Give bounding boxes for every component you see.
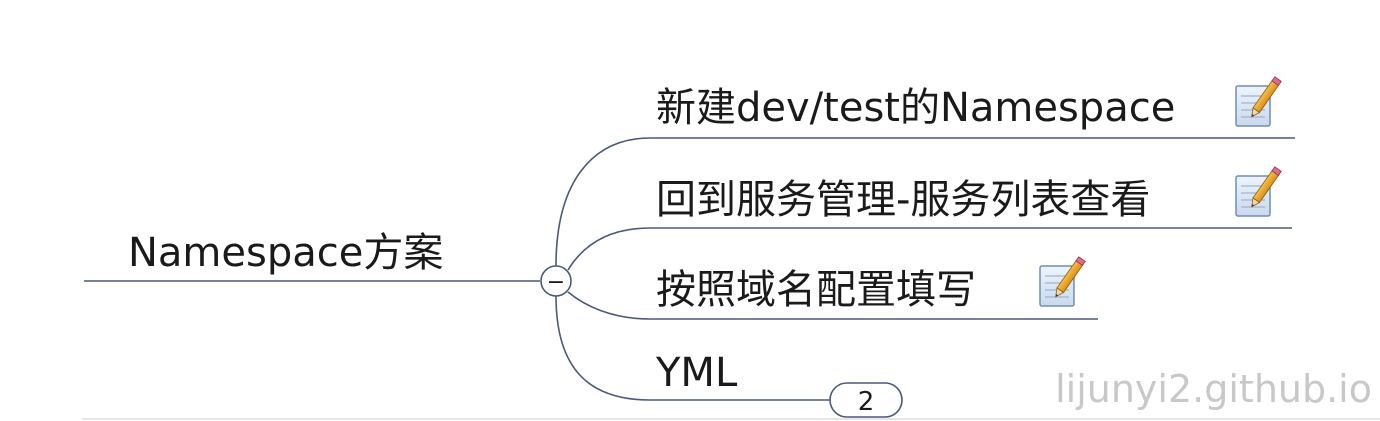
connector-child-1 — [555, 137, 651, 267]
child-topic-1-label: 新建dev/test的Namespace — [656, 85, 1175, 131]
collapsed-count-badge-outline — [829, 382, 903, 418]
child-topic-3[interactable]: 按照域名配置填写 — [650, 256, 1098, 320]
collapse-toggle-circle — [540, 265, 572, 297]
child-topic-1[interactable]: 新建dev/test的Namespace — [650, 76, 1295, 139]
collapsed-count-badge-label: 2 — [858, 387, 875, 417]
child-topic-2[interactable]: 回到服务管理-服务列表查看 — [650, 166, 1292, 229]
collapsed-count-badge[interactable]: 2 — [829, 382, 903, 418]
watermark-text: lijunyi2.github.io — [1055, 367, 1372, 411]
collapse-toggle[interactable]: − — [540, 265, 572, 297]
child-topic-4[interactable]: YML 2 — [650, 350, 903, 418]
connector-child-2 — [567, 227, 651, 271]
note-pencil-icon[interactable] — [1039, 256, 1087, 307]
branch-connectors — [555, 137, 651, 401]
root-topic[interactable]: Namespace方案 — [84, 230, 540, 282]
child-topic-3-label: 按照域名配置填写 — [656, 267, 976, 313]
connector-child-4 — [555, 295, 651, 401]
child-topic-4-label: YML — [655, 350, 738, 396]
root-topic-label: Namespace方案 — [128, 230, 443, 276]
minus-icon: − — [547, 270, 565, 295]
connector-child-3 — [567, 291, 651, 320]
note-pencil-icon[interactable] — [1235, 166, 1283, 217]
note-pencil-icon[interactable] — [1235, 76, 1283, 127]
child-topic-2-label: 回到服务管理-服务列表查看 — [656, 177, 1150, 223]
